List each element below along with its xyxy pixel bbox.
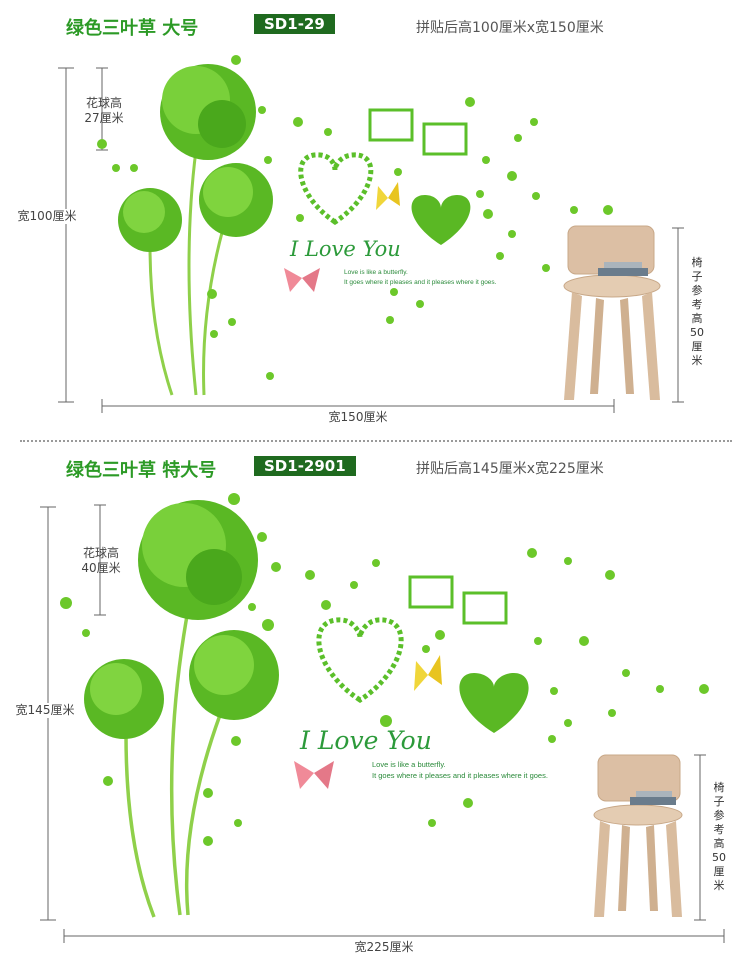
photo-frame bbox=[408, 575, 454, 609]
flower-height-label: 花球高 27厘米 bbox=[80, 96, 128, 126]
reference-chair bbox=[593, 754, 683, 917]
width-label: 宽225厘米 bbox=[344, 940, 424, 955]
height-label: 宽100厘米 bbox=[12, 209, 82, 224]
flower-height-line bbox=[96, 67, 108, 151]
height-label: 宽145厘米 bbox=[10, 703, 80, 718]
photo-frame bbox=[422, 122, 468, 156]
flower-label-line-1: 花球高 bbox=[82, 546, 119, 560]
chair-height-line bbox=[694, 754, 706, 921]
clover-heart bbox=[459, 673, 529, 733]
assembled-size: 拼贴后高100厘米x宽150厘米 bbox=[416, 20, 604, 36]
clover-ball-medium bbox=[189, 630, 279, 720]
quote-line-2: It goes where it pleases and it pleases … bbox=[372, 771, 548, 780]
product-panel-large: 绿色三叶草 大号 SD1-29 拼贴后高100厘米x宽150厘米 bbox=[0, 0, 750, 440]
yellow-butterfly bbox=[376, 182, 400, 210]
quote-line-1: Love is like a butterfly. bbox=[372, 760, 446, 769]
decal-illustration: I Love You Love is like a butterfly. It … bbox=[40, 493, 725, 943]
clover-ball-large bbox=[138, 500, 258, 620]
heart-outline bbox=[298, 152, 374, 226]
flower-label-line-2: 27厘米 bbox=[84, 111, 124, 125]
assembled-size: 拼贴后高145厘米x宽225厘米 bbox=[416, 461, 604, 477]
photo-frame bbox=[368, 108, 414, 142]
chair-reference-label: 椅子参考高50厘米 bbox=[690, 256, 704, 367]
flower-label-line-2: 40厘米 bbox=[81, 561, 121, 575]
product-panel-xlarge: 绿色三叶草 特大号 SD1-2901 拼贴后高145厘米x宽225厘米 bbox=[0, 445, 750, 963]
scattered-clovers bbox=[60, 493, 709, 846]
clover-ball-medium bbox=[199, 163, 273, 237]
clover-ball-small bbox=[118, 188, 182, 252]
pink-butterfly bbox=[294, 761, 334, 789]
product-title: 绿色三叶草 大号 bbox=[66, 18, 199, 39]
chair-height-line bbox=[672, 227, 684, 403]
flower-stems bbox=[124, 609, 222, 918]
heart-outline bbox=[316, 617, 404, 703]
pink-butterfly bbox=[284, 268, 320, 292]
product-code-badge: SD1-2901 bbox=[254, 456, 356, 476]
reference-chair bbox=[563, 225, 661, 400]
scattered-clovers bbox=[97, 55, 613, 380]
quote-line-2: It goes where it pleases and it pleases … bbox=[344, 279, 497, 286]
width-dimension-line bbox=[101, 399, 615, 413]
product-code-badge: SD1-29 bbox=[254, 14, 335, 34]
flower-height-line bbox=[94, 504, 106, 616]
yellow-butterfly bbox=[414, 655, 442, 691]
flower-height-label: 花球高 40厘米 bbox=[76, 546, 126, 576]
photo-frame bbox=[462, 591, 508, 625]
section-divider bbox=[20, 440, 732, 442]
i-love-you-text: I Love You bbox=[299, 726, 432, 755]
i-love-you-text: I Love You bbox=[289, 237, 401, 261]
clover-heart bbox=[411, 195, 471, 245]
clover-ball-small bbox=[84, 659, 164, 739]
chair-reference-label: 椅子参考高50厘米 bbox=[712, 781, 726, 892]
flower-label-line-1: 花球高 bbox=[85, 96, 122, 110]
width-dimension-line bbox=[63, 929, 725, 943]
width-label: 宽150厘米 bbox=[318, 410, 398, 425]
clover-ball-large bbox=[160, 64, 256, 160]
product-title: 绿色三叶草 特大号 bbox=[66, 460, 217, 481]
height-dimension-line bbox=[58, 67, 74, 403]
decal-illustration: I Love You Love is like a butterfly. It … bbox=[58, 55, 684, 413]
quote-line-1: Love is like a butterfly. bbox=[344, 269, 408, 276]
